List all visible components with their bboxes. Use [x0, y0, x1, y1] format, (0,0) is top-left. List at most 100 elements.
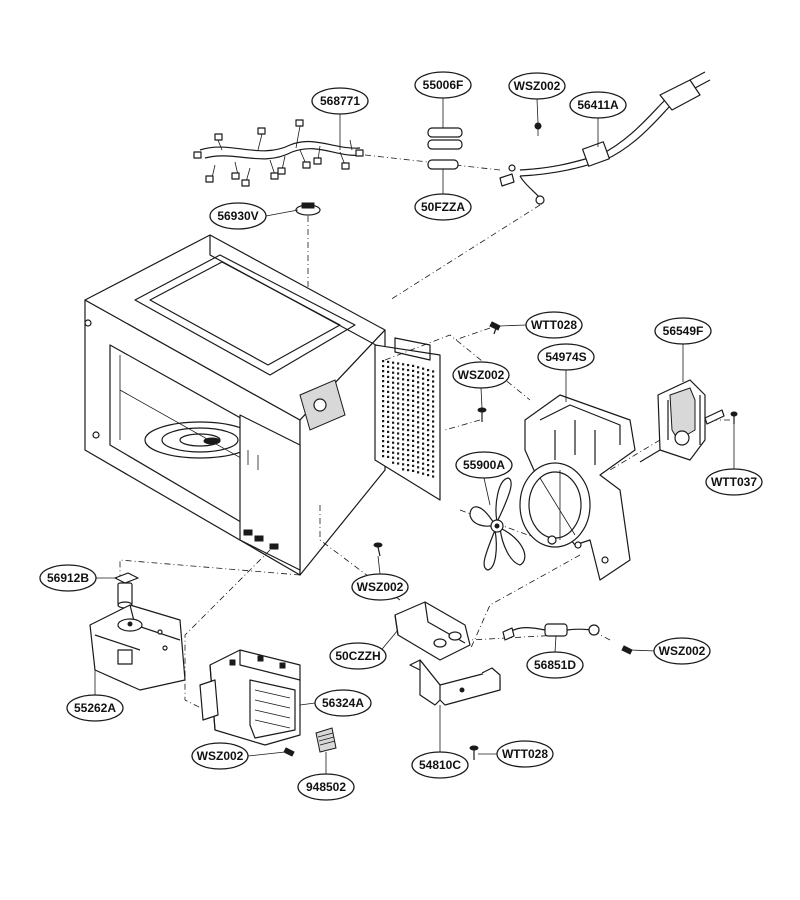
vent-hole	[382, 415, 385, 418]
vent-hole	[402, 413, 405, 416]
vent-hole	[402, 408, 405, 411]
vent-hole	[427, 474, 430, 477]
vent-hole	[387, 405, 390, 408]
vent-hole	[422, 467, 425, 470]
vent-hole	[422, 457, 425, 460]
label-56549F: 56549F	[654, 317, 712, 345]
vent-hole	[417, 421, 420, 424]
vent-hole	[397, 462, 400, 465]
label-wsz002-mid: WSZ002	[452, 361, 510, 389]
vent-hole	[392, 451, 395, 454]
vent-hole	[402, 443, 405, 446]
vent-hole	[402, 368, 405, 371]
label-wtt028-top: WTT028	[525, 311, 583, 339]
vent-hole	[432, 400, 435, 403]
vent-hole	[412, 429, 415, 432]
vent-hole	[412, 424, 415, 427]
vent-hole	[387, 375, 390, 378]
label-wtt028-bottom: WTT028	[496, 740, 554, 768]
vent-hole	[392, 386, 395, 389]
vent-hole	[382, 405, 385, 408]
screw-wsz002-center	[373, 542, 383, 557]
vent-hole	[407, 399, 410, 402]
vent-hole	[417, 391, 420, 394]
vent-hole	[407, 434, 410, 437]
vent-hole	[422, 397, 425, 400]
vent-hole	[387, 445, 390, 448]
vent-hole	[432, 465, 435, 468]
svg-text:56549F: 56549F	[663, 324, 704, 338]
screw-wtt028-top	[489, 321, 501, 335]
vent-hole	[417, 406, 420, 409]
vent-hole	[392, 461, 395, 464]
vent-hole	[432, 395, 435, 398]
vent-hole	[417, 371, 420, 374]
vent-hole	[427, 429, 430, 432]
diode-to-capacitor-line	[469, 634, 561, 641]
vent-hole	[432, 380, 435, 383]
vent-hole	[397, 427, 400, 430]
vent-hole	[392, 371, 395, 374]
svg-text:54810C: 54810C	[419, 758, 461, 772]
vent-hole	[422, 462, 425, 465]
vent-hole	[427, 379, 430, 382]
vent-hole	[392, 411, 395, 414]
wsz002-mid-line	[444, 419, 481, 431]
vent-hole	[402, 418, 405, 421]
svg-text:WSZ002: WSZ002	[197, 749, 244, 763]
svg-text:568771: 568771	[320, 94, 360, 108]
vent-hole	[412, 399, 415, 402]
vent-hole	[427, 434, 430, 437]
vent-hole	[427, 449, 430, 452]
leader-lines	[94, 98, 735, 774]
vent-hole	[407, 409, 410, 412]
label-56324A: 56324A	[314, 689, 372, 717]
vent-hole	[392, 396, 395, 399]
vent-hole	[402, 398, 405, 401]
vent-hole	[417, 381, 420, 384]
vent-hole	[407, 364, 410, 367]
vent-hole	[387, 440, 390, 443]
vent-hole	[402, 373, 405, 376]
vent-hole	[382, 395, 385, 398]
svg-text:WTT037: WTT037	[711, 475, 757, 489]
oven-cavity-part	[84, 234, 386, 576]
label-568771: 568771	[311, 87, 369, 115]
vent-hole	[392, 361, 395, 364]
vent-hole	[427, 454, 430, 457]
vent-hole	[417, 461, 420, 464]
vent-hole	[412, 434, 415, 437]
fan-to-bracket-line	[469, 554, 581, 651]
vent-hole	[422, 452, 425, 455]
vent-hole	[432, 420, 435, 423]
vent-hole	[382, 420, 385, 423]
vent-hole	[412, 374, 415, 377]
vent-hole	[427, 404, 430, 407]
vent-hole	[412, 409, 415, 412]
vent-hole	[432, 405, 435, 408]
vent-hole	[412, 404, 415, 407]
svg-text:55262A: 55262A	[74, 701, 116, 715]
vent-hole	[392, 416, 395, 419]
vent-hole	[382, 435, 385, 438]
cabinet-to-magnetron-line	[184, 549, 271, 711]
vent-hole	[432, 445, 435, 448]
vent-hole	[387, 360, 390, 363]
vent-hole	[407, 459, 410, 462]
vent-hole	[382, 385, 385, 388]
vent-hole	[412, 439, 415, 442]
vent-hole	[407, 404, 410, 407]
vent-hole	[407, 384, 410, 387]
vent-hole	[417, 471, 420, 474]
vent-hole	[427, 459, 430, 462]
vent-hole	[397, 392, 400, 395]
label-wsz002-center: WSZ002	[351, 573, 409, 601]
vent-hole	[402, 448, 405, 451]
screw-wtt037	[730, 411, 738, 424]
svg-text:54974S: 54974S	[545, 350, 586, 364]
svg-text:948502: 948502	[306, 780, 346, 794]
vent-hole	[417, 411, 420, 414]
vent-hole	[417, 456, 420, 459]
vent-hole	[407, 464, 410, 467]
